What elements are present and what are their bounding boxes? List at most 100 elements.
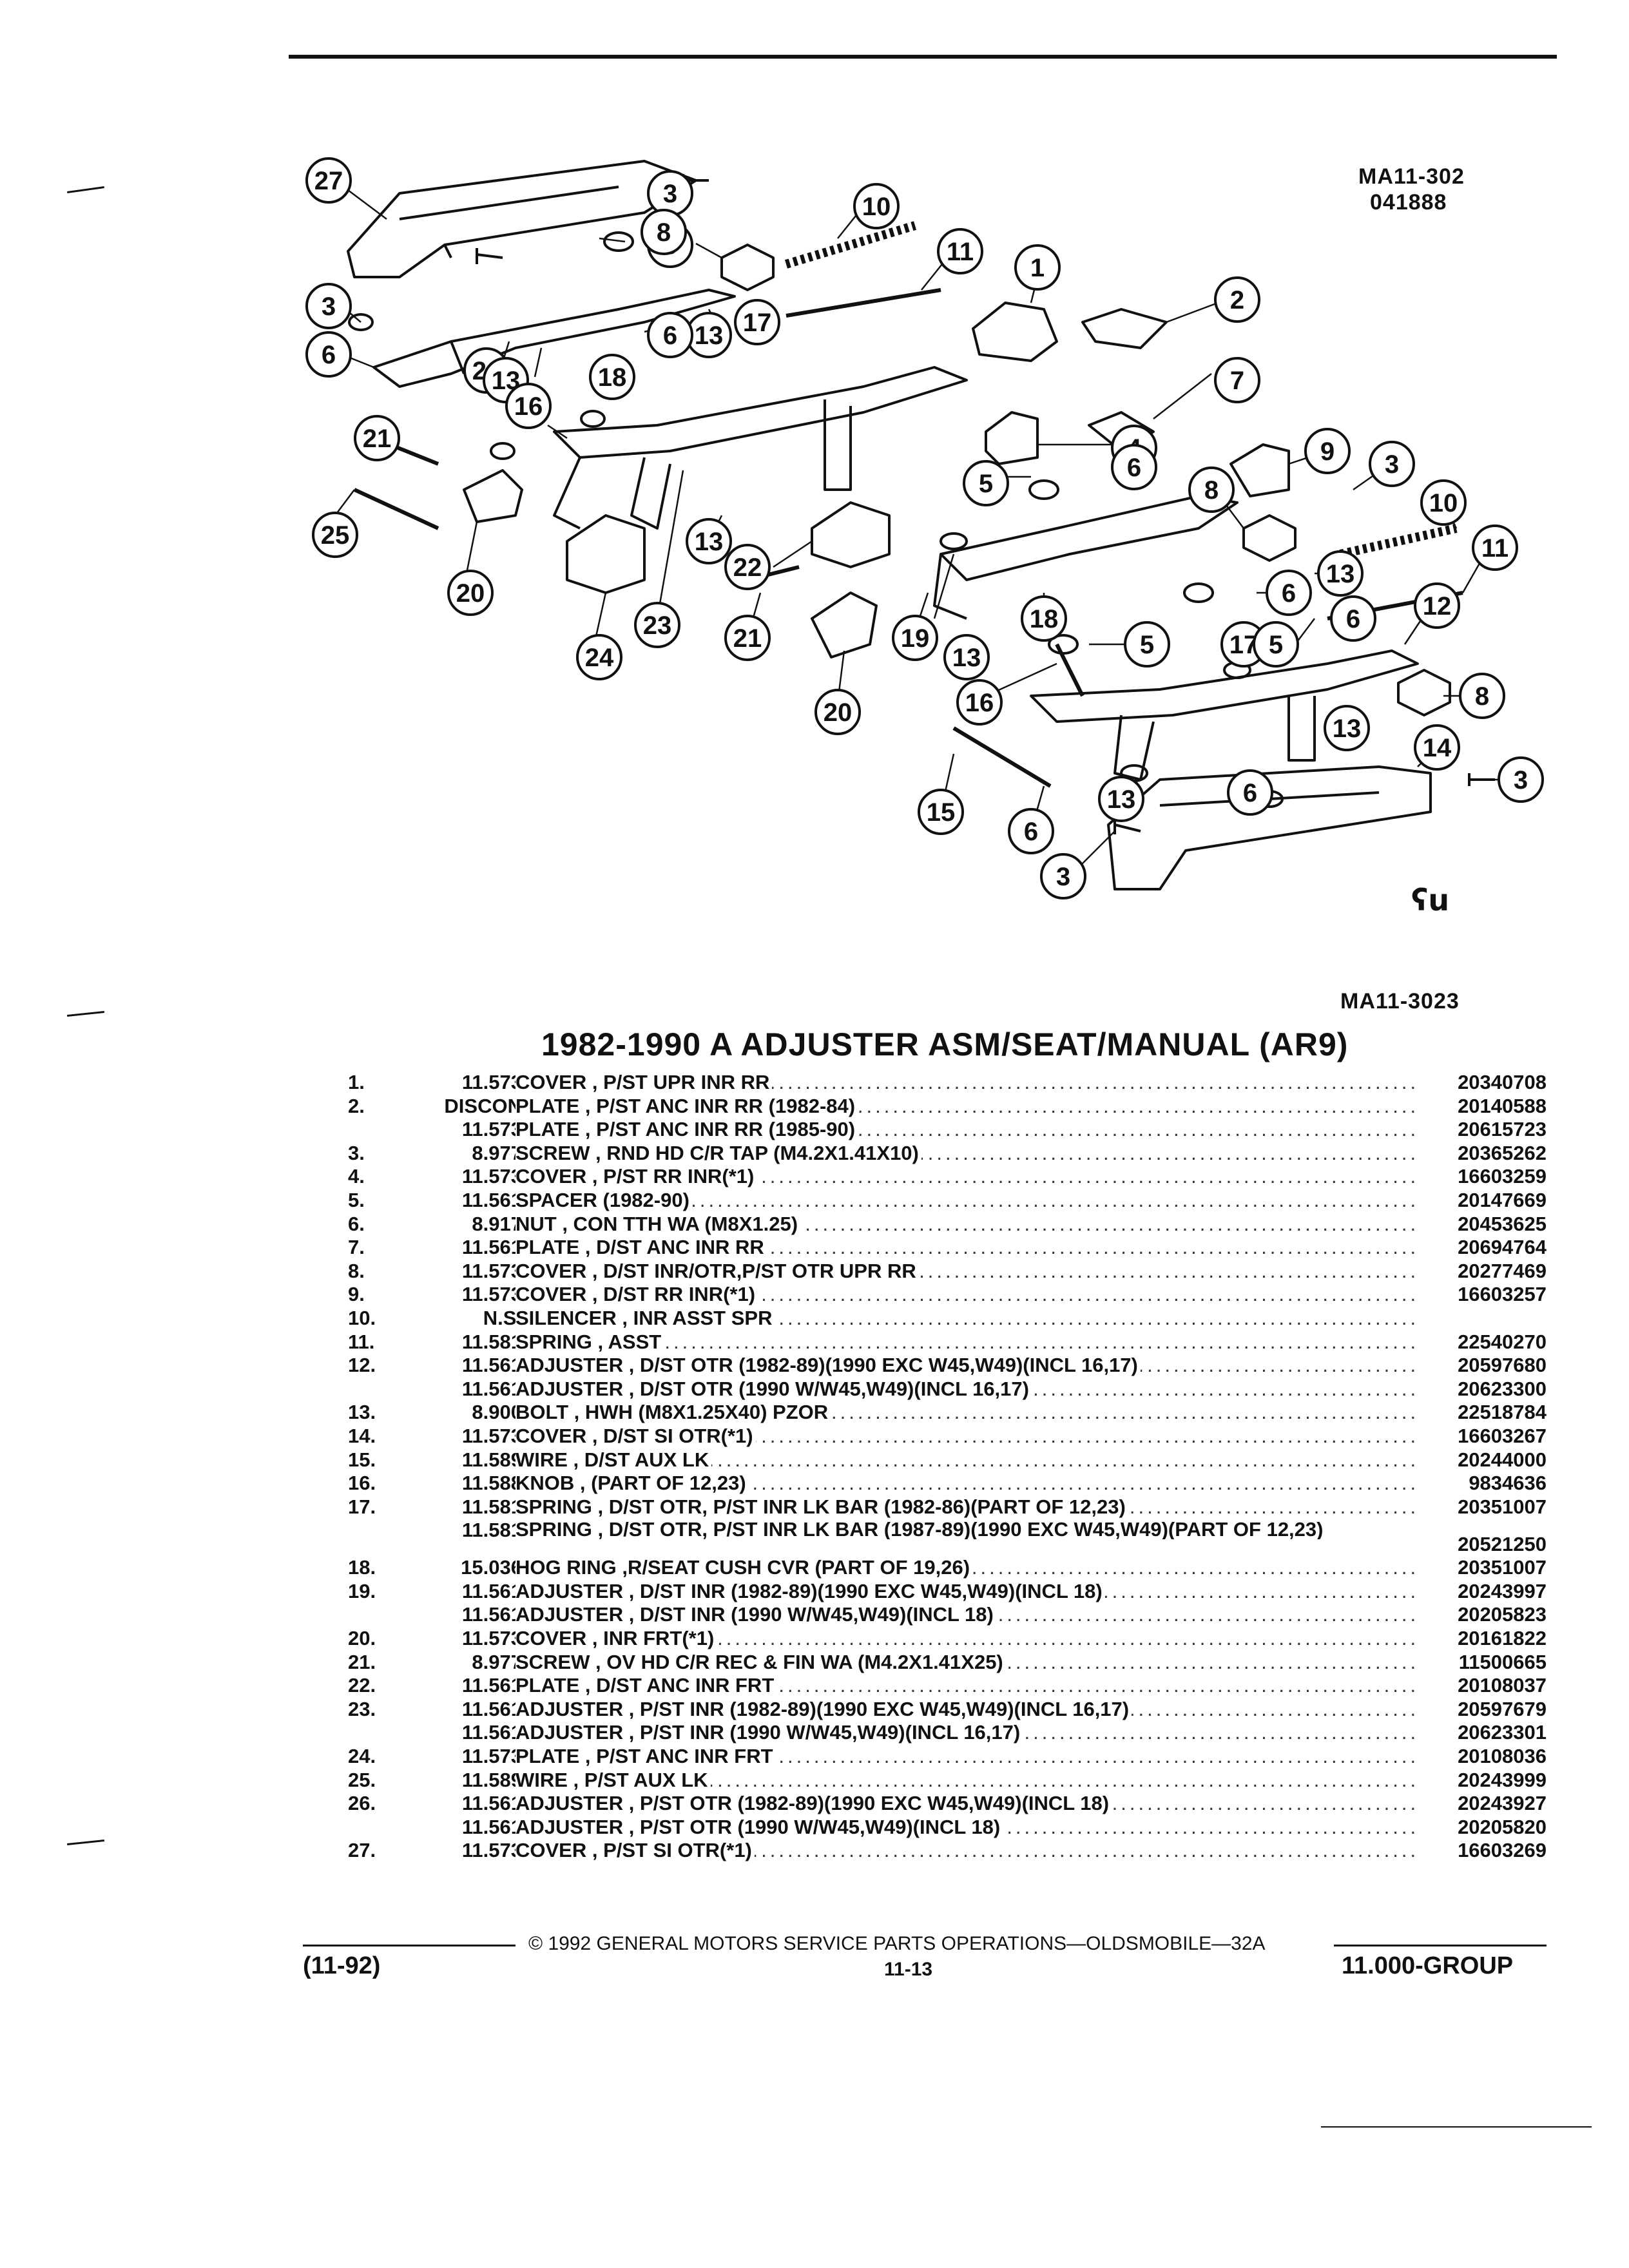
parts-row: ........................................… [348,1377,1547,1401]
part-number: 20205820 [1458,1815,1547,1838]
callout-label: 13 [1107,785,1136,814]
callout-label: 20 [824,698,853,727]
item-number: 14. [348,1424,376,1447]
margin-mark [67,1010,104,1017]
item-number: 18. [348,1556,376,1579]
part-number: 20597680 [1458,1354,1547,1377]
figure-code-date: 041888 [1370,190,1447,215]
callout-circle [305,157,352,204]
group-number: 8.977 [472,1141,522,1164]
callout-label: 16 [965,689,994,717]
part-description: SCREW , OV HD C/R REC & FIN WA (M4.2X1.4… [516,1650,1405,1675]
item-number: 12. [348,1354,376,1377]
callout-label: 11 [1481,534,1509,562]
part-description: BOLT , HWH (M8X1.25X40) PZOR [516,1401,1405,1425]
part-number: 20140588 [1458,1094,1547,1117]
callout-circle [892,615,938,661]
group-number: 11.581 [461,1519,522,1542]
callout-circle [305,331,352,378]
callout-circle [963,460,1009,506]
callout-label: 3 [663,180,677,208]
margin-mark [67,1839,104,1846]
group-number: 11.588 [461,1472,522,1495]
callout-circle [1324,705,1370,751]
callout-label: 18 [1030,605,1059,633]
callout-circle [943,634,990,680]
part-number: 20453625 [1458,1212,1547,1235]
part-description: SCREW , RND HD C/R TAP (M4.2X1.41X10) [516,1141,1405,1166]
parts-row: ........................................… [348,1579,1547,1604]
leader-dots: ........................................… [516,1330,1418,1353]
callout-circle [1124,621,1170,668]
callout-label: 9 [1320,437,1335,466]
part-number: 16603269 [1458,1839,1547,1862]
callout-circle [354,415,400,461]
group-number: 11.561 [461,1674,522,1697]
item-number: 3. [348,1141,365,1164]
group-number: 11.573 [461,1283,522,1306]
group-number: 11.561 [461,1354,522,1377]
parts-row: ........................................… [348,1495,1547,1519]
part-description: ADJUSTER , D/ST OTR (1990 W/W45,W49)(INC… [516,1377,1405,1401]
part-description: KNOB , (PART OF 12,23) [516,1472,1405,1495]
part-number: 16603267 [1458,1424,1547,1447]
callout-label: 13 [695,528,724,556]
callout-circle [1214,276,1260,323]
callout-label: 27 [314,167,343,195]
parts-row: ........................................… [348,1141,1547,1166]
part-number: 16603259 [1458,1165,1547,1188]
part-description: ADJUSTER , P/ST OTR (1990 W/W45,W49)(INC… [516,1815,1405,1840]
parts-row: ........................................… [348,1792,1547,1816]
group-number: DISCON [444,1094,522,1117]
bottom-rule [1321,2126,1592,2128]
group-number: N.S. [483,1306,522,1329]
callout-circle [447,570,494,616]
callout-label: 13 [1326,560,1355,588]
parts-row: ........................................… [348,1283,1547,1307]
part-number: 11500665 [1458,1650,1547,1673]
item-number: 27. [348,1839,376,1862]
callout-circle [1317,550,1364,597]
callout-label: 3 [322,293,336,321]
part-number: 20521250 [1458,1533,1547,1556]
group-number: 11.573 [461,1745,522,1768]
part-description: PLATE , P/ST ANC INR RR (1985-90) [516,1118,1405,1142]
callout-label: 15 [927,798,956,827]
part-description: PLATE , P/ST ANC INR FRT [516,1745,1405,1769]
callout-circle [641,209,687,255]
parts-row: ........................................… [348,1768,1547,1792]
part-number: 20277469 [1458,1259,1547,1282]
part-number: 20597679 [1458,1697,1547,1720]
parts-row: ........................................… [348,1448,1547,1472]
parts-row: ........................................… [348,1188,1547,1213]
part-number: 22518784 [1458,1401,1547,1424]
part-number: 22540270 [1458,1330,1547,1353]
part-description: COVER , D/ST SI OTR(*1) [516,1424,1405,1448]
parts-row: ........................................… [348,1236,1547,1260]
item-number: 15. [348,1448,376,1471]
callout-circle [1304,428,1351,474]
callout-label: 25 [321,521,350,550]
part-number: 20108036 [1458,1745,1547,1768]
item-number: 1. [348,1071,365,1093]
item-number: 10. [348,1306,376,1329]
callout-label: 24 [585,644,614,672]
callout-label: 3 [1056,863,1070,891]
callout-circle [1040,853,1086,899]
callout-label: 3 [1514,766,1528,794]
callout-circle [1008,808,1054,854]
part-number: 16603257 [1458,1283,1547,1306]
callout-label: 21 [363,425,392,453]
parts-row: ........................................… [348,1354,1547,1378]
parts-row: ........................................… [348,1556,1547,1580]
parts-row: ........................................… [348,1745,1547,1769]
group-number: 8.900 [472,1401,522,1424]
item-number: 2. [348,1094,365,1117]
part-description: ADJUSTER , D/ST OTR (1982-89)(1990 EXC W… [516,1354,1405,1378]
parts-row: ........................................… [348,1674,1547,1698]
item-number: 24. [348,1745,376,1768]
callout-label: 6 [1127,454,1141,482]
item-number: 17. [348,1495,376,1518]
part-number: 20623300 [1458,1377,1547,1400]
